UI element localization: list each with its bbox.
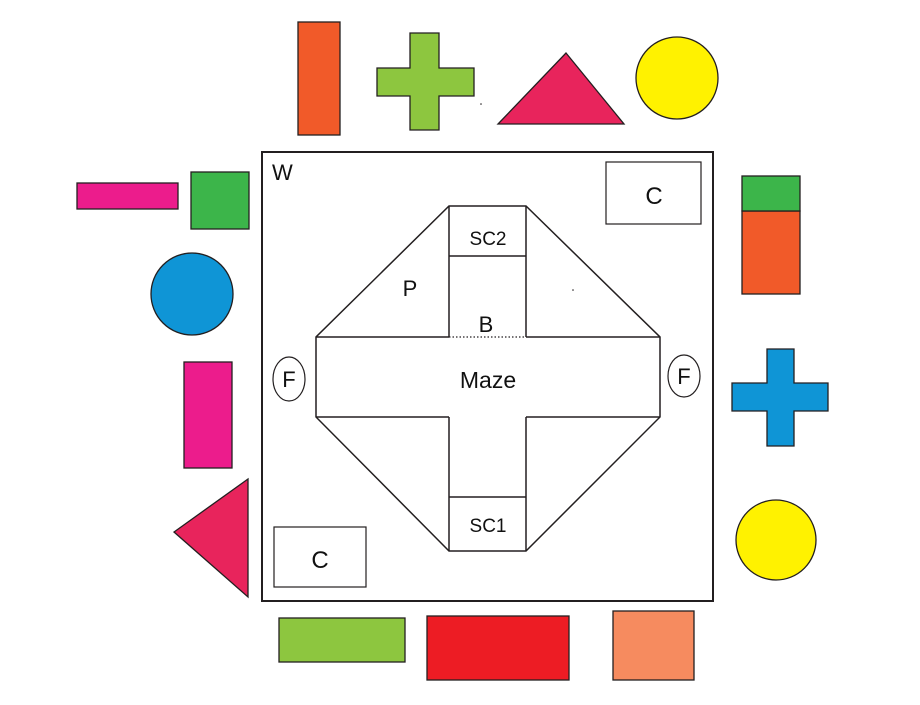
green-square-cue	[190, 171, 250, 230]
feeder-right-marker	[667, 354, 701, 398]
feeder-left-label: F	[282, 367, 295, 392]
barrier-label: B	[479, 312, 494, 337]
corner-box-top-right	[605, 161, 702, 225]
stray-dot-maze	[572, 289, 574, 291]
light-green-wide-rectangle-cue	[278, 617, 406, 663]
platform-label: P	[403, 276, 418, 301]
light-green-plus-cue	[376, 32, 475, 131]
magenta-tall-rectangle-cue	[183, 361, 233, 469]
crimson-left-triangle-cue	[172, 477, 249, 599]
red-wide-rectangle-cue	[426, 615, 570, 681]
blue-plus-cue	[731, 348, 829, 447]
yellow-circle-right-cue	[735, 499, 817, 581]
orange-tall-rectangle-cue	[297, 21, 341, 136]
orange-block-cue	[741, 210, 801, 295]
magenta-bar-cue	[76, 182, 179, 210]
maze-label: Maze	[460, 367, 516, 393]
yellow-circle-top-cue	[635, 36, 719, 120]
green-cap-cue	[741, 175, 801, 212]
visual-cues	[76, 21, 829, 681]
blue-circle-cue	[150, 252, 234, 336]
maze-apparatus	[315, 205, 661, 552]
start-chamber-bottom-label: SC1	[470, 516, 507, 537]
crimson-triangle-cue	[496, 52, 626, 125]
feeder-left-marker	[272, 356, 306, 402]
wall-label: W	[272, 160, 293, 185]
corner-box-bottom-left	[273, 526, 367, 588]
start-chamber-top-label: SC2	[470, 229, 507, 250]
corner-box-bottom-left-label: C	[311, 547, 328, 574]
feeder-right-label: F	[677, 364, 690, 389]
room-wall-outline	[261, 151, 714, 602]
stray-dot-top	[480, 103, 482, 105]
salmon-square-cue	[612, 610, 695, 681]
corner-box-top-right-label: C	[645, 183, 662, 210]
